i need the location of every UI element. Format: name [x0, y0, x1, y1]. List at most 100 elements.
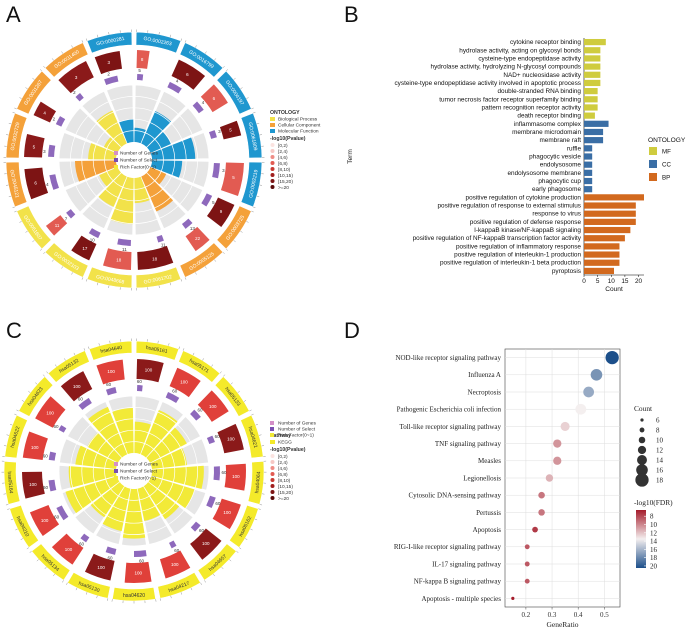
sector-count-bar	[190, 528, 222, 560]
legend-swatch-pathway	[270, 440, 275, 444]
sector-count-bar	[24, 134, 45, 158]
scale-tick	[54, 364, 57, 367]
sector-id-label: GO:0061702	[143, 274, 172, 286]
sector-id-label: GO:0045121	[8, 169, 20, 198]
scale-tick	[107, 598, 109, 601]
scale-tick	[83, 348, 86, 351]
scale-tick	[71, 272, 73, 275]
sector-select-bar	[75, 93, 84, 102]
sector-outer-arc	[157, 571, 201, 599]
scale-tick	[229, 559, 232, 562]
core-grid-circle	[70, 407, 198, 535]
color-legend-tick-label: 14	[650, 538, 658, 546]
y-axis-label: Term	[347, 149, 354, 164]
bar-category-label: positive regulation of defense response	[470, 219, 582, 226]
bar-category-label: NAD+ nucleosidase activity	[503, 72, 581, 79]
x-tick-label: 20	[635, 278, 643, 285]
bar-category-label: double-stranded RNA binding	[498, 88, 582, 95]
scale-tick	[184, 277, 187, 280]
core-grid-circle	[92, 429, 176, 513]
sector-select-label: 60	[199, 528, 205, 533]
scale-tick	[61, 51, 64, 54]
sector-count-label: 5	[33, 145, 36, 150]
sector-select-bar	[206, 495, 216, 509]
pathway-label: Influenza A	[468, 371, 501, 379]
bar-category-label: membrane microdomain	[512, 129, 581, 136]
bar	[584, 153, 593, 160]
legend-swatch-ontology	[270, 129, 275, 133]
color-legend-tick-label: 20	[650, 562, 658, 570]
scale-tick	[28, 390, 31, 393]
sector-select-bar	[192, 101, 204, 114]
bar-category-label: ruffle	[567, 145, 582, 152]
x-tick-label: 0.3	[548, 611, 557, 619]
sector-select-bar	[212, 162, 220, 179]
sector-outer-arc	[247, 460, 265, 505]
legend-label-pvalue: [8,10)	[278, 478, 291, 484]
size-legend-dot	[637, 445, 647, 455]
rich-factor-wedge	[87, 432, 122, 463]
sector-select-label: 60	[78, 396, 84, 401]
pathway-label: Legionellosis	[463, 474, 501, 482]
bar-category-label: positive regulation of response to exter…	[437, 203, 581, 210]
sector-outer-arc	[240, 414, 264, 459]
sector-select-bar	[49, 174, 59, 190]
sector-outer-arc	[47, 350, 90, 383]
scale-tick	[190, 587, 193, 591]
rich-factor-wedge	[141, 111, 172, 148]
scale-tick	[214, 58, 217, 61]
sector-outer-arc	[214, 376, 250, 417]
sector-select-label: 60	[221, 470, 227, 475]
scale-tick	[178, 346, 180, 350]
sector-outer-arc	[228, 504, 259, 548]
sector-outer-arc	[197, 543, 237, 581]
sector-select-bar	[117, 238, 132, 246]
scale-tick	[64, 358, 66, 361]
x-tick-label: 15	[621, 278, 629, 285]
scale-tick	[8, 195, 12, 197]
sector-count-bar	[96, 359, 125, 385]
dot	[511, 596, 515, 600]
scale-tick	[200, 582, 202, 585]
sector-count-label: 3	[107, 60, 110, 65]
scale-tick	[96, 595, 98, 599]
scale-tick	[75, 587, 78, 591]
legend-label: MF	[662, 149, 671, 156]
sector-count-bar	[219, 120, 242, 140]
scale-tick	[213, 573, 215, 577]
bar	[584, 235, 625, 242]
sector-select-label: 7	[65, 217, 68, 222]
legend-swatch	[649, 173, 657, 181]
sector-count-bar	[136, 359, 164, 383]
dot	[553, 439, 562, 448]
sector-count-label: 100	[97, 565, 105, 570]
legend-label-extra: Number of Genes	[278, 421, 316, 427]
bar	[584, 251, 620, 258]
sector-outer-arc	[240, 112, 263, 159]
sector-count-label: 22	[195, 236, 201, 241]
rich-factor-wedge	[74, 160, 118, 182]
size-legend-dot	[640, 418, 644, 422]
scale-tick	[211, 364, 214, 367]
scale-tick	[168, 343, 170, 346]
sector-count-bar	[220, 162, 244, 197]
sector-count-bar	[224, 463, 246, 491]
bar-category-label: tumor necrosis factor receptor superfami…	[439, 96, 581, 103]
scale-tick	[237, 390, 240, 393]
scale-tick	[19, 221, 22, 223]
legend-title-ontology: ONTOLOGY	[270, 110, 300, 116]
scale-tick	[204, 51, 207, 54]
scale-tick	[12, 111, 15, 114]
legend-label-pvalue: [15,20)	[278, 179, 293, 185]
scale-tick	[223, 374, 226, 377]
x-tick-label: 5	[596, 278, 600, 285]
sector-select-bar	[105, 387, 117, 396]
sector-count-label: 100	[209, 404, 217, 409]
center-legend-label: Rich Factor(0~1)	[120, 476, 156, 482]
sector-count-label: 3	[75, 75, 78, 80]
size-legend-label: 18	[656, 477, 664, 485]
sector-outer-arc	[44, 42, 89, 78]
bar-category-label: death receptor binding	[517, 113, 581, 120]
dot	[553, 456, 562, 465]
sector-outer-arc	[3, 460, 21, 505]
